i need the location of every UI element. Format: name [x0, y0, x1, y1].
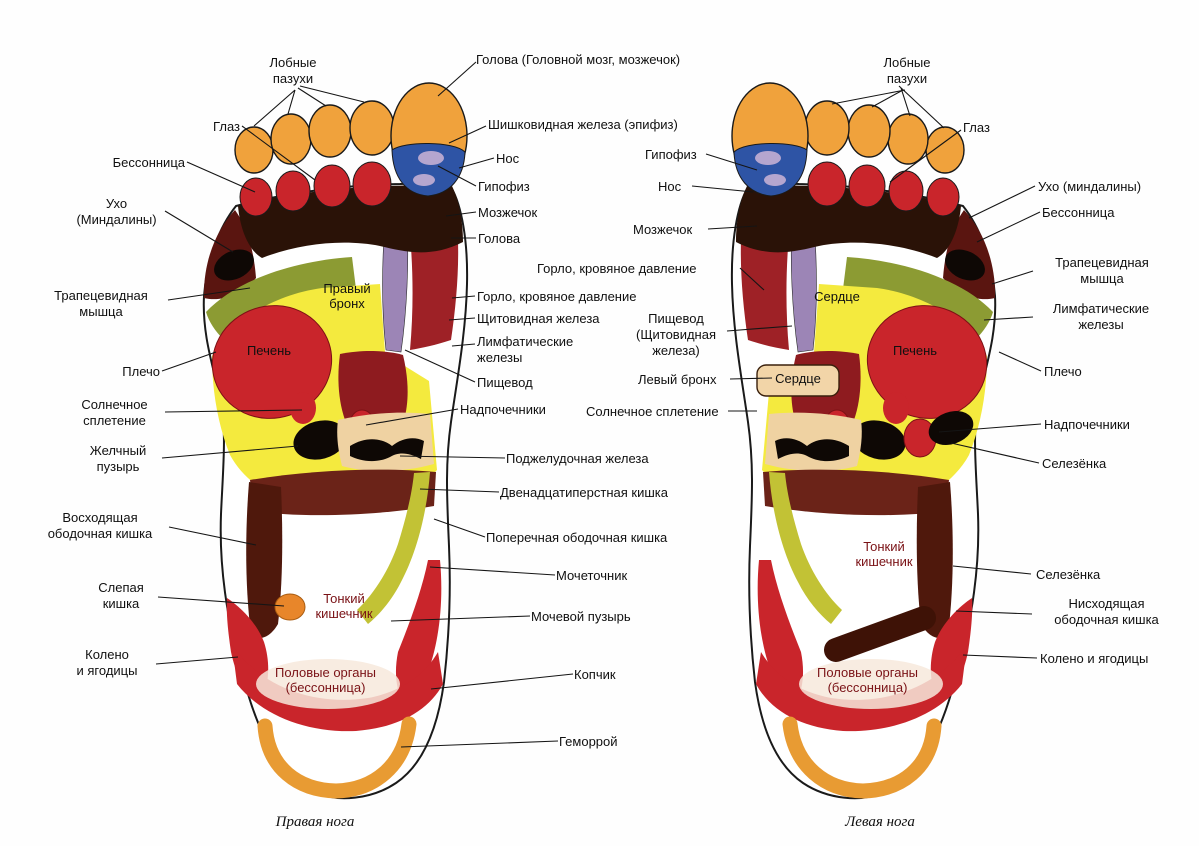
label-pancreas: Поджелудочная железа	[506, 451, 649, 466]
label-spleen-lower-left: Селезёнка	[1036, 567, 1101, 582]
label-ear-tonsils-left: Ухо (миндалины)	[1038, 179, 1142, 194]
label-adrenals-right: Надпочечники	[460, 402, 546, 417]
label-head-brain: Голова (Головной мозг, мозжечок)	[476, 52, 681, 67]
label-transverse-colon: Поперечная ободочная кишка	[486, 530, 668, 545]
label-frontal-sinuses-left: Лобные пазухи	[883, 55, 931, 86]
label-bladder: Мочевой пузырь	[531, 609, 631, 624]
label-trapezius-right: Трапецевидная мышца	[54, 288, 148, 319]
label-lymph-glands-right: Лимфатические железы	[477, 334, 574, 365]
zone-spleen-black	[928, 411, 974, 445]
label-gallbladder-right: Желчный пузырь	[89, 443, 147, 474]
label-pineal-gland: Шишковидная железа (эпифиз)	[488, 117, 678, 132]
caption-right-foot: Правая нога	[275, 814, 355, 830]
label-duodenum: Двенадцатиперстная кишка	[500, 485, 668, 500]
label-throat-bp-right: Горло, кровяное давление	[477, 289, 637, 304]
right-foot-overlays	[274, 593, 306, 621]
label-spleen-upper-left: Селезёнка	[1042, 456, 1107, 471]
label-eye-left: Глаз	[963, 120, 990, 135]
zone-cecum	[274, 593, 306, 621]
label-trapezius-left: Трапецевидная мышца	[1055, 255, 1149, 286]
inner-genitals-left: Половые органы (бессонница)	[816, 665, 918, 695]
label-nose-right: Нос	[496, 151, 520, 166]
label-pituitary-left: Гипофиз	[645, 147, 697, 162]
label-cerebellum-left: Мозжечок	[633, 222, 693, 237]
label-ear-tonsils-right: Ухо (Миндалины)	[76, 196, 157, 227]
label-insomnia-left: Бессонница	[1042, 205, 1115, 220]
label-solar-plexus-left: Солнечное сплетение	[586, 404, 719, 419]
label-throat-bp-left: Горло, кровяное давление	[537, 261, 697, 276]
label-cecum-right: Слепая кишка	[98, 580, 144, 611]
inner-genitals-right: Половые органы (бессонница)	[274, 665, 376, 695]
inner-small-intestine-left: Тонкий кишечник	[855, 539, 913, 569]
label-eye-right: Глаз	[213, 119, 240, 134]
label-ureter: Мочеточник	[556, 568, 628, 583]
zone-sigmoid-colon	[824, 606, 936, 662]
label-hemorrhoids: Геморрой	[559, 734, 618, 749]
label-descending-colon-left: Нисходящая ободочная кишка	[1054, 596, 1159, 627]
label-frontal-sinuses-right: Лобные пазухи	[269, 55, 317, 86]
left-foot-overlays	[756, 364, 974, 662]
inner-liver-left: Печень	[892, 343, 938, 358]
label-left-bronchus: Левый бронх	[638, 372, 717, 387]
label-solar-plexus-right: Солнечное сплетение	[81, 397, 148, 428]
label-coccyx: Копчик	[574, 667, 616, 682]
label-cerebellum-right: Мозжечок	[478, 205, 538, 220]
label-shoulder-right: Плечо	[122, 364, 160, 379]
inner-heart-zone-left: Сердце	[814, 289, 860, 304]
label-lymph-glands-left: Лимфатические железы	[1052, 301, 1150, 332]
label-ascending-colon-right: Восходящая ободочная кишка	[47, 510, 153, 541]
label-head-right: Голова	[478, 231, 521, 246]
label-knee-buttocks-left: Колено и ягодицы	[1040, 651, 1149, 666]
label-shoulder-left: Плечо	[1044, 364, 1082, 379]
label-pituitary-right: Гипофиз	[478, 179, 530, 194]
inner-small-intestine-right: Тонкий кишечник	[315, 591, 373, 621]
label-adrenals-left: Надпочечники	[1044, 417, 1130, 432]
label-insomnia-right: Бессонница	[112, 155, 185, 170]
caption-left-foot: Левая нога	[845, 814, 915, 830]
inner-liver-right: Печень	[246, 343, 292, 358]
label-thyroid-right: Щитовидная железа	[477, 311, 600, 326]
leader-lines	[155, 61, 1042, 748]
label-knee-buttocks-right: Колено и ягодицы	[76, 647, 138, 678]
label-esophagus-thyroid-left: Пищевод (Щитовидная железа)	[635, 311, 717, 358]
label-nose-left: Нос	[658, 179, 682, 194]
label-esophagus-right: Пищевод	[477, 375, 533, 390]
inner-heart-box-left: Сердце	[775, 371, 821, 386]
zone-heart-box	[756, 364, 840, 397]
inner-right-bronchus: Правый бронх	[323, 281, 371, 311]
